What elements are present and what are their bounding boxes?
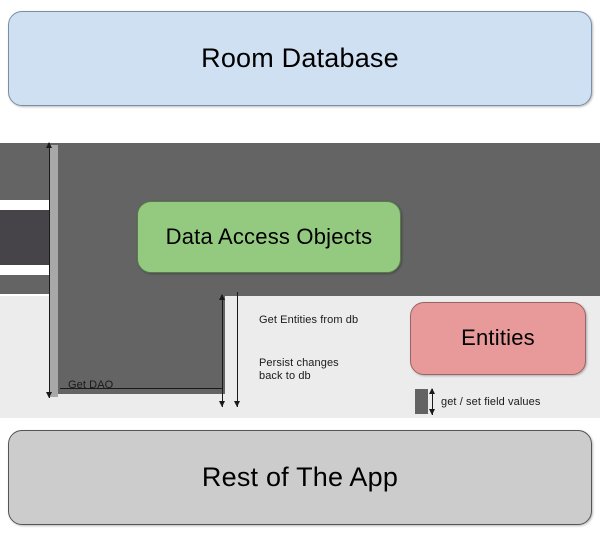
arrowhead-up-icon	[429, 388, 435, 394]
node-rest-of-the-app[interactable]: Rest of The App	[8, 430, 592, 525]
node-data-access-objects[interactable]: Data Access Objects	[137, 201, 401, 273]
edge-label-get-set-field-values: get / set field values	[441, 396, 541, 408]
arrow-persist-changes-vertical	[237, 292, 238, 407]
edge-label-persist-changes-back-to-db: Persist changes back to db	[259, 357, 339, 382]
node-data-access-objects-label: Data Access Objects	[165, 223, 373, 249]
arrow-get-set-field-values-vertical	[432, 389, 433, 415]
node-rest-of-the-app-label: Rest of The App	[201, 461, 399, 492]
arrowhead-down-icon	[429, 409, 435, 415]
arrow-get-dao-horizontal	[60, 388, 223, 389]
activation-region-lower	[57, 294, 225, 394]
edge-label-get-entities-from-db: Get Entities from db	[259, 314, 359, 326]
activation-bar-room-database	[50, 145, 58, 397]
arrowhead-down-icon	[219, 401, 225, 407]
node-room-database[interactable]: Room Database	[8, 11, 592, 106]
node-entities-label: Entities	[461, 325, 535, 351]
edge-label-get-dao: Get DAO	[68, 379, 114, 391]
arrowhead-down-icon	[46, 392, 52, 398]
activation-bar-entities	[415, 389, 428, 414]
arrow-get-entities-vertical	[222, 295, 223, 407]
node-entities[interactable]: Entities	[410, 302, 586, 375]
node-room-database-label: Room Database	[201, 42, 399, 73]
arrowhead-up-icon	[219, 294, 225, 300]
arrowhead-up-icon	[46, 142, 52, 148]
arrowhead-down-icon	[234, 401, 240, 407]
arrow-get-dao-vertical	[49, 143, 50, 398]
